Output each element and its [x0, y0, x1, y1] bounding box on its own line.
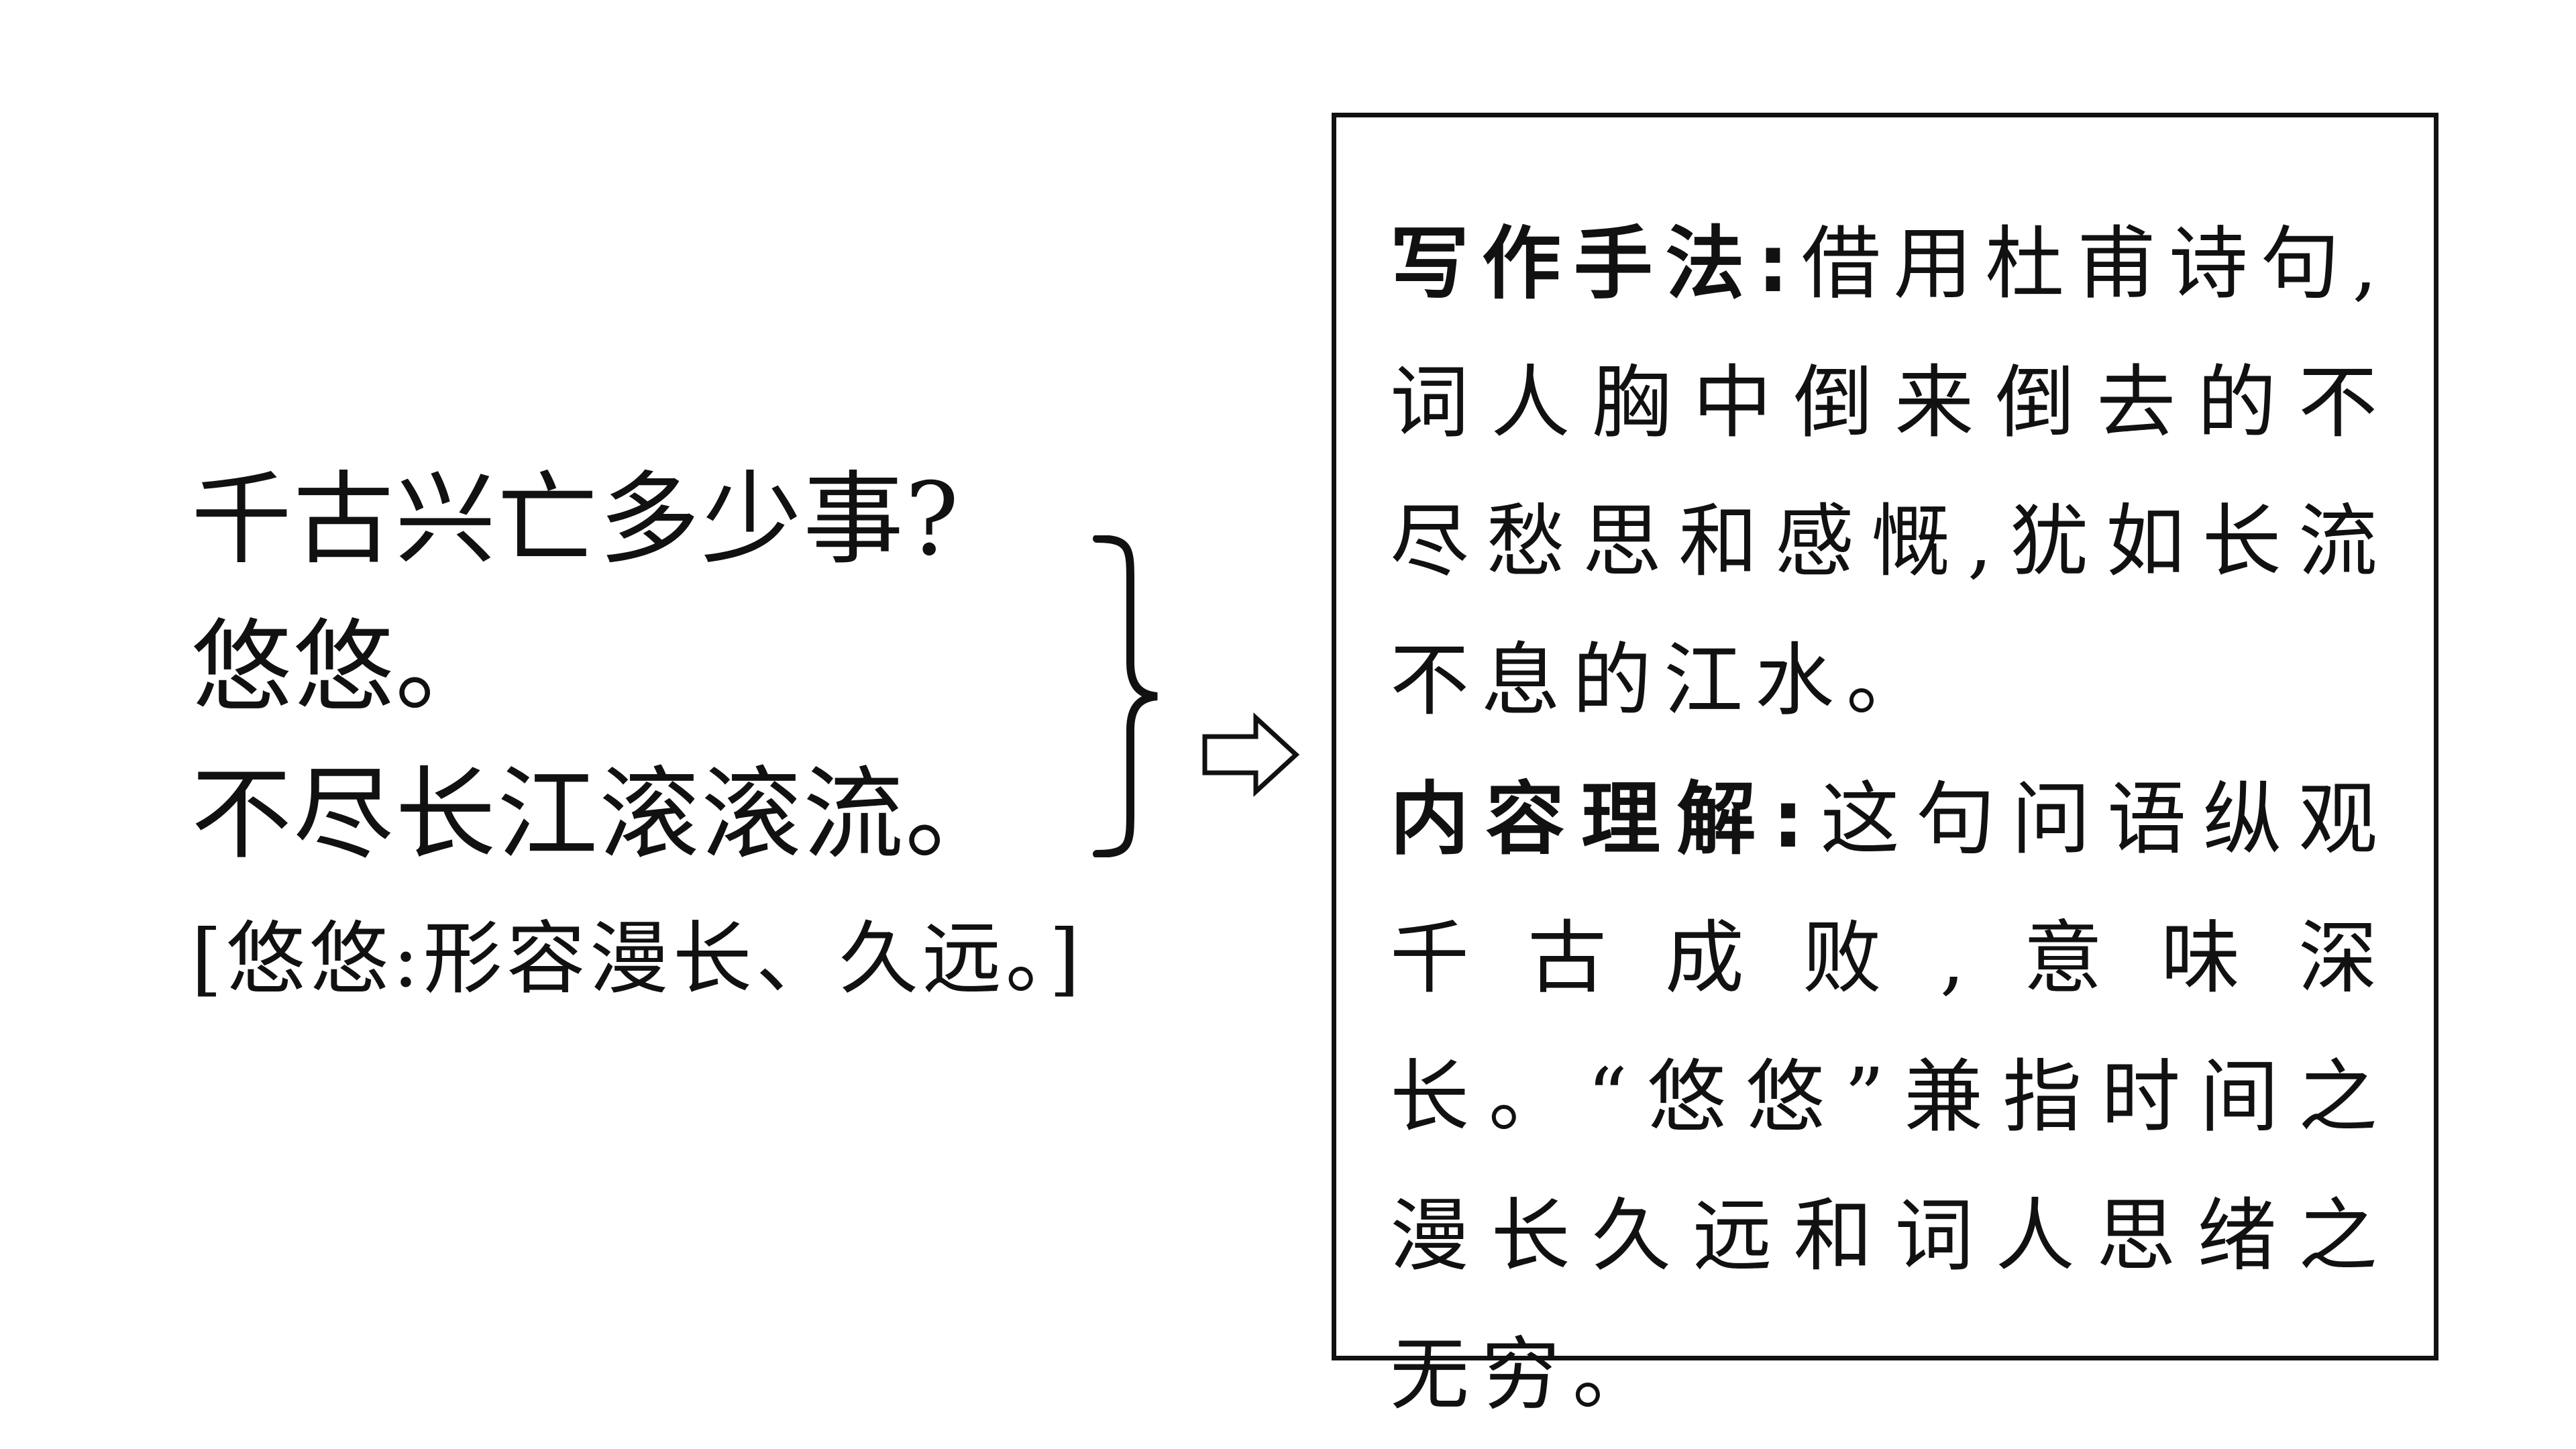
- content-paragraph: 内容理解:这句问语纵观千古成败,意味深长。“悠悠”兼指时间之漫长久远和词人思绪之…: [1390, 750, 2390, 1444]
- poem-line-3: 不尽长江滚滚流。: [191, 757, 1008, 873]
- technique-text: 借用杜甫诗句,词人胸中倒来倒去的不尽愁思和感慨,犹如长流不息的江水。: [1390, 217, 2390, 727]
- technique-heading: 写作手法:: [1390, 217, 1801, 310]
- technique-paragraph: 写作手法:借用杜甫诗句,词人胸中倒来倒去的不尽愁思和感慨,犹如长流不息的江水。: [1390, 195, 2390, 750]
- annotation-note: [悠悠:形容漫长、久远。]: [191, 912, 1084, 1005]
- poem-line-1: 千古兴亡多少事?: [191, 462, 961, 578]
- poem-line-2: 悠悠。: [191, 609, 498, 726]
- right-curly-brace-icon: [1093, 535, 1158, 857]
- right-arrow-icon: [1202, 712, 1300, 797]
- content-heading: 内容理解:: [1390, 773, 1817, 865]
- explanation-box: 写作手法:借用杜甫诗句,词人胸中倒来倒去的不尽愁思和感慨,犹如长流不息的江水。 …: [1332, 113, 2438, 1421]
- explanation-text: 写作手法:借用杜甫诗句,词人胸中倒来倒去的不尽愁思和感慨,犹如长流不息的江水。 …: [1390, 195, 2390, 1444]
- content-text: 这句问语纵观千古成败,意味深长。“悠悠”兼指时间之漫长久远和词人思绪之无穷。: [1390, 773, 2390, 1421]
